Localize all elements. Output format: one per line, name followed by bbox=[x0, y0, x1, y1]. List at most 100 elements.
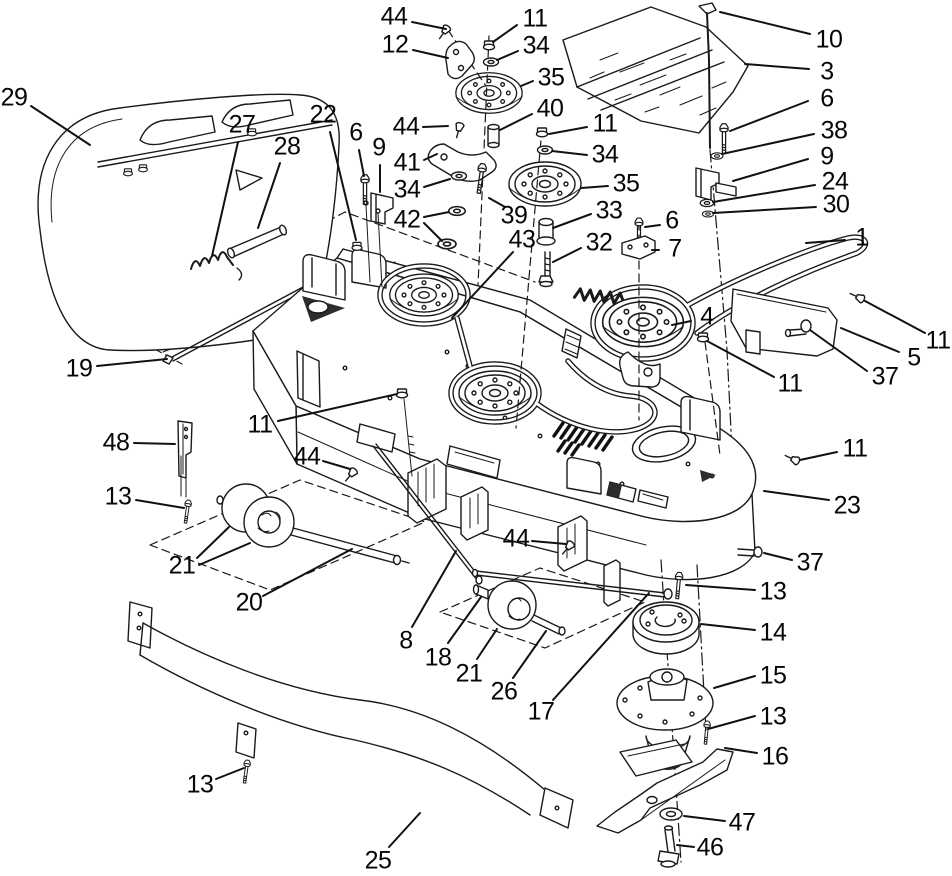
callout-21: 21 bbox=[455, 659, 483, 688]
leader-line-22 bbox=[329, 131, 357, 241]
callout-6: 6 bbox=[820, 84, 834, 113]
leader-line-35 bbox=[520, 80, 534, 87]
callout-48: 48 bbox=[102, 428, 130, 457]
idler-pulley-4 bbox=[601, 296, 685, 388]
leader-line-5 bbox=[840, 327, 900, 353]
leader-line-19 bbox=[96, 358, 168, 367]
leader-line-11 bbox=[706, 340, 775, 378]
leader-line-46 bbox=[676, 844, 695, 848]
leader-line-26 bbox=[512, 630, 547, 679]
callout-9: 9 bbox=[372, 133, 386, 162]
leader-line-11 bbox=[799, 451, 838, 461]
callout-13: 13 bbox=[759, 702, 787, 731]
leader-line-11 bbox=[492, 24, 518, 43]
leader-line-15 bbox=[713, 675, 756, 689]
leader-line-16 bbox=[724, 747, 758, 754]
callout-44: 44 bbox=[392, 112, 420, 141]
warning-decal bbox=[552, 421, 614, 457]
callout-40: 40 bbox=[536, 94, 564, 123]
leader-line-34 bbox=[496, 50, 519, 61]
callout-11: 11 bbox=[522, 4, 548, 33]
callout-43: 43 bbox=[508, 225, 536, 254]
callout-20: 20 bbox=[235, 588, 263, 617]
leader-line-21 bbox=[476, 628, 498, 660]
leader-line-47 bbox=[683, 815, 726, 822]
leader-line-42 bbox=[423, 211, 450, 218]
callout-7: 7 bbox=[668, 234, 682, 263]
leader-line-40 bbox=[499, 113, 533, 131]
idler-spring bbox=[572, 287, 625, 305]
leader-line-10 bbox=[719, 11, 811, 35]
callout-46: 46 bbox=[696, 833, 724, 862]
leader-line-44 bbox=[322, 460, 351, 470]
idler-arm-41 bbox=[427, 143, 497, 183]
leader-line-28 bbox=[257, 162, 281, 229]
callout-6: 6 bbox=[349, 118, 363, 147]
leader-line-13 bbox=[707, 715, 756, 730]
callout-41: 41 bbox=[393, 148, 421, 177]
callout-11: 11 bbox=[777, 369, 803, 398]
leader-line-17 bbox=[552, 592, 650, 701]
leader-line-34 bbox=[423, 178, 451, 188]
callout-38: 38 bbox=[820, 116, 848, 145]
callout-37: 37 bbox=[796, 548, 824, 577]
leader-line-6 bbox=[644, 224, 661, 228]
leader-line-39 bbox=[488, 197, 506, 208]
leader-line-25 bbox=[388, 812, 421, 848]
front-baffle-25 bbox=[127, 601, 574, 829]
leader-line-6 bbox=[358, 149, 365, 177]
latch-pin-28 bbox=[226, 224, 288, 259]
callout-12: 12 bbox=[381, 30, 409, 59]
leader-line-41 bbox=[423, 153, 438, 161]
callout-5: 5 bbox=[907, 343, 921, 372]
callout-21: 21 bbox=[168, 551, 196, 580]
callout-44: 44 bbox=[380, 2, 408, 31]
callout-37: 37 bbox=[871, 362, 899, 391]
leader-line-44 bbox=[411, 21, 447, 30]
leader-line-30 bbox=[712, 206, 817, 214]
leader-line-35 bbox=[580, 185, 609, 189]
leader-line-37 bbox=[809, 329, 868, 372]
leader-line-11 bbox=[864, 300, 926, 334]
callout-29: 29 bbox=[0, 83, 28, 112]
leader-line-13 bbox=[215, 767, 245, 780]
rollers-and-rods bbox=[216, 443, 673, 636]
latch-spring-27 bbox=[190, 251, 243, 281]
callout-11: 11 bbox=[247, 410, 273, 439]
leader-line-37 bbox=[763, 552, 793, 561]
callout-42: 42 bbox=[393, 205, 421, 234]
callout-32: 32 bbox=[585, 228, 613, 257]
washer-47 bbox=[659, 807, 683, 821]
callout-17: 17 bbox=[527, 697, 555, 726]
callout-11: 11 bbox=[925, 326, 951, 355]
callout-47: 47 bbox=[728, 808, 756, 837]
callout-8: 8 bbox=[399, 626, 413, 655]
spindle-assembly bbox=[596, 559, 734, 868]
leader-line-12 bbox=[412, 49, 449, 59]
leader-lines bbox=[30, 11, 926, 848]
callout-28: 28 bbox=[273, 132, 301, 161]
callout-11: 11 bbox=[592, 109, 618, 138]
leader-line-32 bbox=[552, 247, 582, 263]
idler-pulley-35b bbox=[508, 161, 582, 207]
callout-44: 44 bbox=[293, 442, 321, 471]
blade-bolt-46 bbox=[657, 825, 680, 868]
leader-line-21 bbox=[198, 542, 251, 566]
leader-line-23 bbox=[763, 490, 830, 501]
pivot-bracket-7 bbox=[621, 217, 656, 260]
callout-33: 33 bbox=[595, 196, 623, 225]
callout-19: 19 bbox=[65, 354, 93, 383]
callout-27: 27 bbox=[228, 110, 256, 139]
discharge-cover-29 bbox=[37, 93, 340, 352]
callout-11: 11 bbox=[842, 434, 868, 463]
callout-34: 34 bbox=[393, 175, 421, 204]
leader-line-24 bbox=[712, 184, 816, 203]
deck-belt-43 bbox=[377, 263, 658, 435]
leader-line-38 bbox=[721, 133, 815, 155]
callout-6: 6 bbox=[665, 206, 679, 235]
leader-line-33 bbox=[552, 213, 592, 229]
deck-pulley-left bbox=[389, 273, 459, 317]
idler-pulley-35a bbox=[455, 72, 523, 114]
